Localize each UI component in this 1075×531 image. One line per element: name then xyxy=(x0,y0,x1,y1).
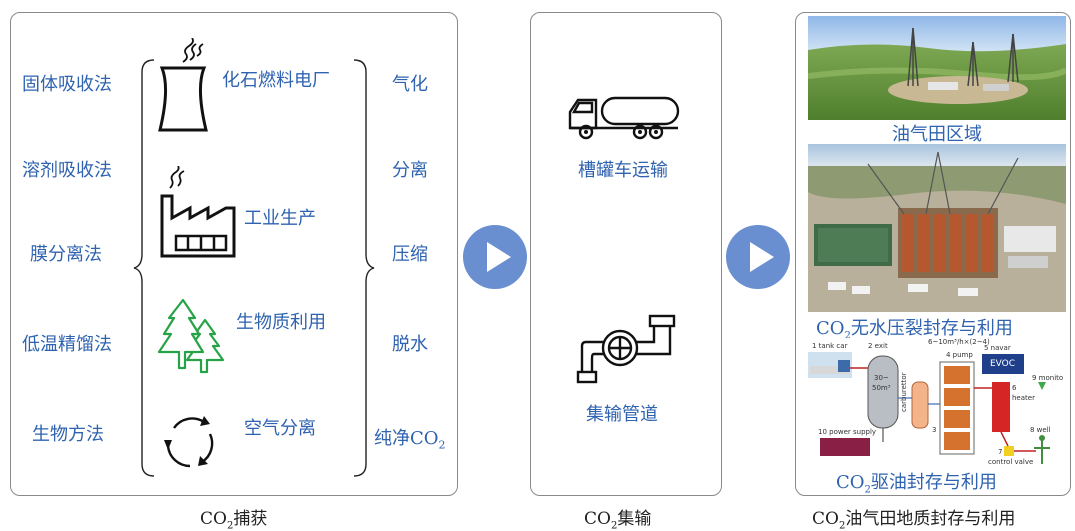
flow-arrow-2 xyxy=(726,225,790,289)
oilfield-area-photo xyxy=(808,16,1066,120)
forest-trees-icon xyxy=(157,298,225,374)
method-solvent-absorption: 溶剂吸收法 xyxy=(22,160,112,181)
method-biological: 生物方法 xyxy=(32,424,104,445)
schematic-exit-label: 2 exit xyxy=(868,342,888,350)
schematic-valve-num: 7 xyxy=(998,448,1003,456)
transport-panel xyxy=(530,12,722,496)
storage-caption: CO2油气田地质封存与利用 xyxy=(812,509,1016,531)
right-brace xyxy=(353,59,375,477)
schematic-pump-label: 4 pump xyxy=(946,351,973,359)
schematic-pumps-note: 6~10m³/h×(2~4) xyxy=(928,338,990,346)
schematic-heater-num: 6 xyxy=(1012,384,1017,392)
schematic-navar-label: 5 navar xyxy=(984,344,1011,352)
process-gasification: 气化 xyxy=(392,74,428,95)
schematic-valve-label: control valve xyxy=(988,458,1034,466)
left-brace xyxy=(133,59,155,477)
air-separation-cycle-icon xyxy=(164,416,214,468)
power-plant-cooling-tower-icon xyxy=(158,38,208,132)
fracturing-site-photo xyxy=(808,144,1066,312)
method-solid-absorption: 固体吸收法 xyxy=(22,74,112,95)
process-compression: 压缩 xyxy=(392,244,428,265)
schematic-tank-car-label: 1 tank car xyxy=(812,342,848,350)
method-membrane-separation: 膜分离法 xyxy=(30,244,102,265)
schematic-evoc-label: EVOC xyxy=(990,359,1016,369)
schematic-power-label: 10 power supply xyxy=(818,428,877,436)
transport-caption: CO2集输 xyxy=(584,509,652,531)
pipeline-valve-icon xyxy=(576,314,676,384)
tanker-truck-icon xyxy=(568,96,680,140)
schematic-volume-b: 50m³ xyxy=(872,384,891,392)
source-biomass-utilization: 生物质利用 xyxy=(236,312,326,333)
schematic-monitor-label: 9 monito xyxy=(1032,374,1064,382)
fracturing-storage-label: CO2无水压裂封存与利用 xyxy=(816,318,1013,342)
flow-arrow-1 xyxy=(463,225,527,289)
method-cryogenic-distillation: 低温精馏法 xyxy=(22,334,112,355)
process-separation: 分离 xyxy=(392,160,428,181)
capture-caption: CO2捕获 xyxy=(200,509,268,531)
schematic-num3: 3 xyxy=(932,426,937,434)
schematic-heater-label: heater xyxy=(1012,394,1035,402)
oilfield-area-label: 油气田区域 xyxy=(892,124,982,145)
schematic-well-label: 8 well xyxy=(1030,426,1051,434)
eor-schematic: 1 tank car 2 exit 30~ 50m³ 6~10m³/h×(2~4… xyxy=(808,338,1070,468)
source-industrial-production: 工业生产 xyxy=(244,208,316,229)
process-pure-co2: 纯净CO2 xyxy=(374,428,446,452)
schematic-carburettor-label: carburettor xyxy=(900,372,908,412)
factory-icon xyxy=(160,166,236,258)
source-air-separation: 空气分离 xyxy=(244,418,316,439)
schematic-volume-a: 30~ xyxy=(874,374,889,382)
transport-tanker-truck: 槽罐车运输 xyxy=(578,160,668,181)
source-fossil-power-plant: 化石燃料电厂 xyxy=(222,70,330,91)
eor-storage-label: CO2驱油封存与利用 xyxy=(836,472,997,496)
process-dehydration: 脱水 xyxy=(392,334,428,355)
transport-pipeline: 集输管道 xyxy=(586,404,658,425)
